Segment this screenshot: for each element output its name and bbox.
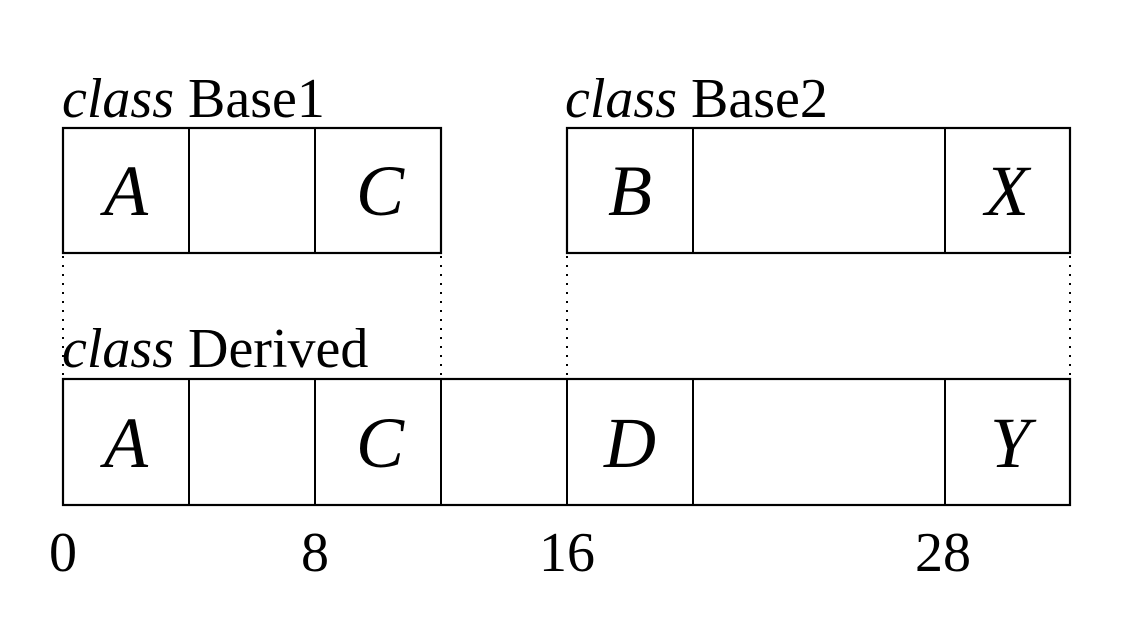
base1-keyword: class [62, 68, 174, 130]
base1-name: Base1 [188, 68, 325, 130]
base2-name: Base2 [691, 68, 828, 130]
derived-field-c: C [356, 403, 405, 483]
base2-field-b: B [608, 151, 652, 231]
offset-label-16: 16 [539, 522, 595, 584]
base2-field-x: X [982, 151, 1032, 231]
derived-field-a: A [100, 403, 149, 483]
offset-label-28: 28 [915, 522, 971, 584]
derived-field-y: Y [990, 403, 1037, 483]
offset-label-0: 0 [49, 522, 77, 584]
offset-label-8: 8 [301, 522, 329, 584]
base1-box [61, 126, 443, 255]
derived-keyword: class [62, 318, 174, 380]
base2-box [565, 126, 1072, 255]
derived-name: Derived [188, 318, 368, 380]
base2-keyword: class [565, 68, 677, 130]
derived-field-d: D [603, 403, 656, 483]
base1-field-c: C [356, 151, 405, 231]
base1-field-a: A [100, 151, 149, 231]
offset-axis: 0 8 16 28 [49, 522, 971, 584]
